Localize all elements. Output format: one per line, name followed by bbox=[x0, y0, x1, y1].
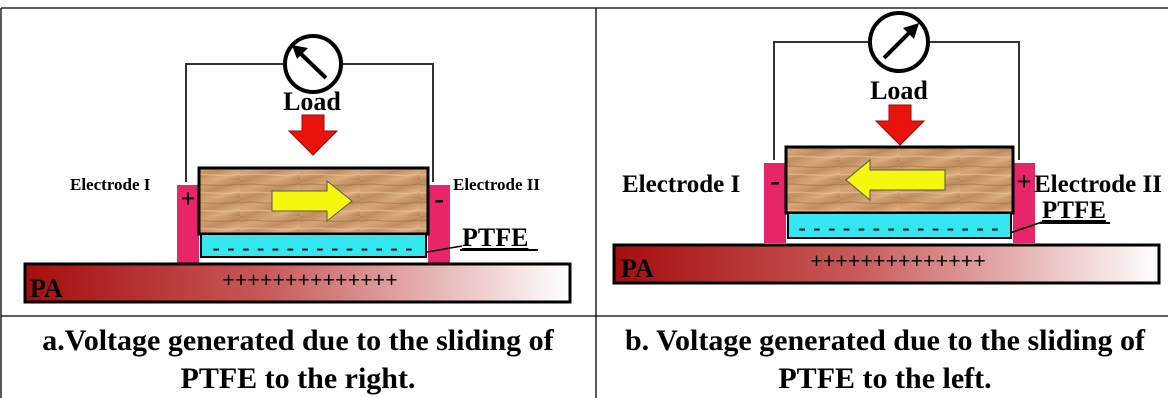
caption-line-2: PTFE to the left. bbox=[778, 362, 991, 395]
electrode-left-label: Electrode I bbox=[622, 171, 740, 198]
electrode-left bbox=[764, 163, 786, 243]
down-arrow-icon bbox=[874, 104, 926, 146]
electrode-right bbox=[428, 185, 450, 263]
caption-line-2: PTFE to the right. bbox=[181, 362, 416, 395]
load-label: Load bbox=[283, 87, 341, 116]
panel-b: Load - + - - - - - - - - - - - - - - Ele… bbox=[612, 11, 1162, 395]
pa-charges: ++++++++++++++ bbox=[222, 267, 398, 292]
ptfe-charges: - - - - - - - - - - - - - - bbox=[212, 235, 413, 260]
electrode-right-sign: - bbox=[434, 182, 444, 215]
electrode-right-label: Electrode II bbox=[453, 175, 540, 194]
electrode-right bbox=[1013, 163, 1035, 243]
table-grid bbox=[0, 7, 1168, 398]
caption-line-1: b. Voltage generated due to the sliding … bbox=[625, 324, 1146, 357]
ammeter-gauge-icon bbox=[868, 11, 930, 73]
pa-charges: ++++++++++++++ bbox=[810, 248, 986, 273]
load-label: Load bbox=[870, 76, 928, 105]
pa-substrate bbox=[612, 243, 1161, 285]
circuit-wire bbox=[773, 41, 1020, 160]
electrode-left-label: Electrode I bbox=[70, 175, 151, 194]
pa-substrate bbox=[23, 262, 572, 304]
electrode-left-sign: + bbox=[181, 184, 196, 213]
horizontal-arrow-icon bbox=[845, 158, 946, 202]
ptfe-charges: - - - - - - - - - - - - - - bbox=[798, 215, 999, 240]
horizontal-arrow-icon bbox=[271, 179, 353, 223]
electrode-right-label: Electrode II bbox=[1034, 171, 1162, 198]
ptfe-layer bbox=[200, 233, 427, 258]
ptfe-layer bbox=[787, 212, 1012, 239]
ptfe-label: PTFE bbox=[1042, 197, 1106, 224]
ammeter-gauge-icon bbox=[283, 34, 343, 94]
down-arrow-icon bbox=[287, 114, 339, 156]
ptfe-label: PTFE bbox=[462, 223, 528, 252]
electrode-left-sign: - bbox=[770, 164, 780, 197]
electrode-left bbox=[177, 185, 199, 263]
pa-label: PA bbox=[30, 274, 63, 303]
panel-a: Load + - - - - - - - - - - - - - - - Ele… bbox=[23, 34, 572, 395]
pa-label: PA bbox=[621, 254, 654, 283]
caption-line-1: a.Voltage generated due to the sliding o… bbox=[42, 324, 554, 357]
circuit-wire bbox=[185, 63, 434, 182]
electrode-right-sign: + bbox=[1017, 167, 1032, 196]
